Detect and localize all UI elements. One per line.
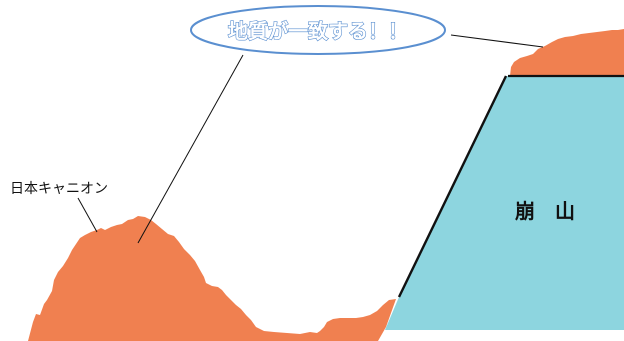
canyon-terrain [28, 216, 396, 341]
canyon-label-pointer [77, 197, 98, 233]
collapse-mountain [385, 76, 624, 330]
summit-terrain [510, 29, 624, 76]
callout-text: 地質が一致する！！ [228, 19, 408, 43]
callout-pointer-left [137, 54, 244, 244]
collapse-label: 崩 山 [515, 199, 575, 223]
canyon-label: 日本キャニオン [10, 181, 108, 197]
callout-ellipse [190, 5, 446, 55]
cliff-line [397, 75, 508, 298]
callout-pointer-right [450, 34, 544, 48]
